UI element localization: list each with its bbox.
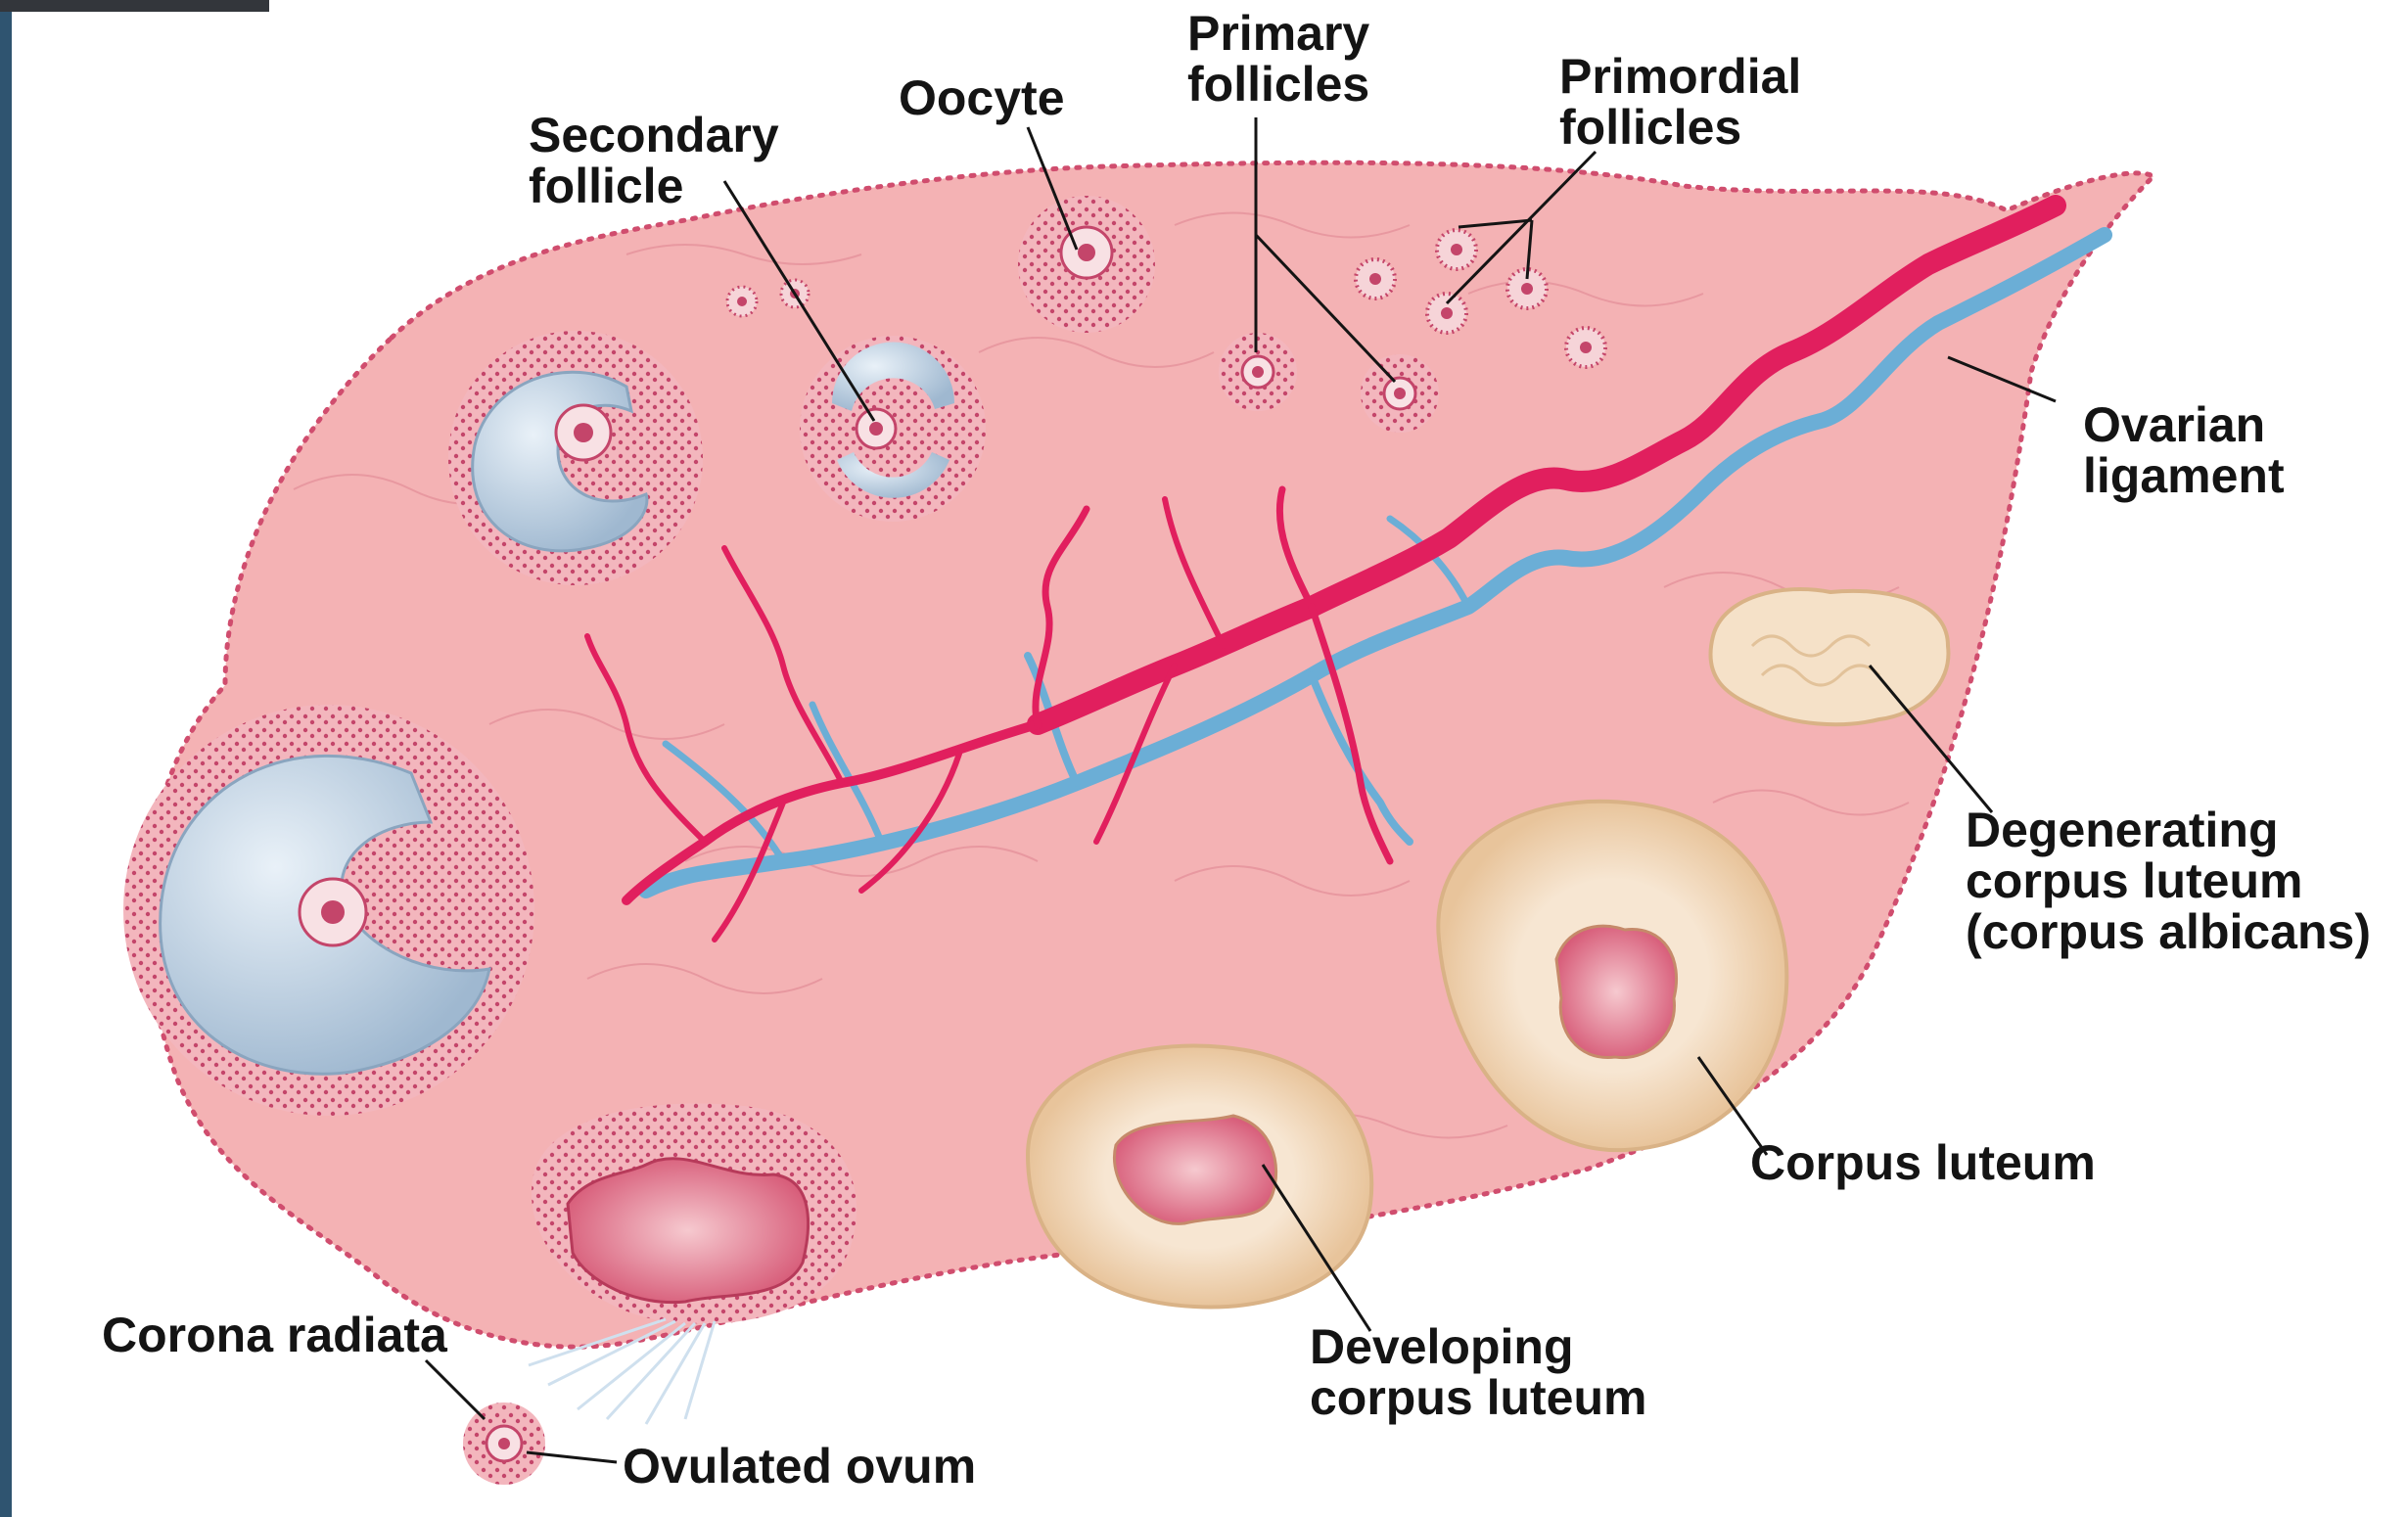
leader-ovulated-ovum [526,1450,618,1464]
ovarian-artery [584,195,2066,942]
label-ovulated-ovum: Ovulated ovum [623,1439,977,1494]
ovulation-rays [528,1317,717,1425]
label-primary-follicles: Primary follicles [1187,6,1370,112]
leader-corpus-albicans [1868,665,1994,813]
leader-developing-corpus-luteum [1261,1164,1372,1332]
leader-primordial-1 [1445,150,1598,305]
tissue-texture [293,211,1910,1139]
leader-ovarian-ligament [1947,355,2057,403]
ovulated-ovum [463,1402,545,1485]
small-follicles [725,278,810,318]
slide-top-tab [0,0,269,12]
label-ovarian-ligament: Ovarian ligament [2083,397,2285,503]
corpus-luteum [1436,799,1789,1153]
leader-primordial-3 [1525,219,1534,280]
label-oocyte: Oocyte [899,70,1065,125]
label-primordial-follicles: Primordial follicles [1559,49,1802,155]
leader-secondary-follicle [722,180,876,422]
leader-lines [424,117,2057,1464]
leader-primordial-2 [1458,218,1533,229]
label-corona-radiata: Corona radiata [102,1308,447,1362]
antral-follicle-upper [448,331,703,585]
primordial-follicles [1354,228,1607,369]
leader-primary-2 [1254,233,1397,384]
leader-oocyte [1026,126,1079,251]
label-secondary-follicle: Secondary follicle [529,108,779,213]
secondary-follicle [800,336,986,522]
label-developing-corpus-luteum: Developing corpus luteum [1310,1319,1647,1425]
label-degenerating-corpus-luteum: Degenerating corpus luteum (corpus albic… [1966,803,2371,959]
ruptured-follicle [531,1103,857,1324]
leader-corpus-luteum [1696,1056,1769,1156]
corpus-albicans [1708,587,1951,727]
leader-corona-radiata [424,1358,486,1421]
primary-follicles [1219,333,1439,433]
oocyte-follicle [1018,196,1155,333]
developing-corpus-luteum [1025,1043,1374,1310]
slide-left-bar [0,0,12,1517]
graafian-follicle [123,705,534,1116]
label-corpus-luteum: Corpus luteum [1750,1135,2096,1190]
